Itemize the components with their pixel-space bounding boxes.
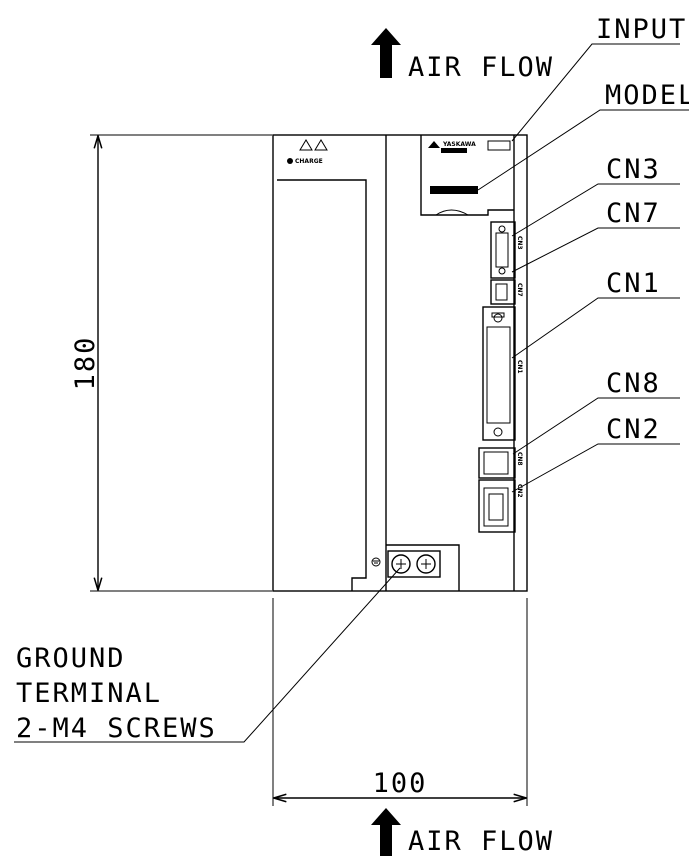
- cn1-label: CN1: [606, 268, 661, 299]
- airflow-top-label: AIR FLOW: [408, 52, 554, 83]
- brand-label: YASKAWA: [442, 141, 476, 148]
- cn3-connector: CN3: [490, 221, 523, 279]
- screw-1-icon: [391, 554, 411, 574]
- airflow-top-arrow-icon: [371, 28, 401, 78]
- cn2-label: CN2: [606, 414, 661, 445]
- cn2-port-label: CN2: [516, 484, 523, 498]
- cn7-label: CN7: [606, 198, 661, 229]
- width-dimension-label: 100: [373, 768, 428, 799]
- cn8-label: CN8: [606, 368, 661, 399]
- cn3-port-label: CN3: [516, 236, 523, 250]
- width-dimension: 100: [272, 598, 528, 806]
- charge-label: CHARGE: [295, 158, 323, 165]
- cn8-connector: CN8: [478, 447, 523, 479]
- cn8-port-label: CN8: [516, 452, 523, 466]
- callout-leaders: INPUT MODEL CN3 CN7 CN1 CN8 CN2: [14, 14, 689, 743]
- cn7-connector: CN7: [490, 279, 523, 305]
- height-dimension-label: 180: [70, 336, 101, 391]
- drive-body: CHARGE: [272, 134, 528, 592]
- cn7-port-label: CN7: [516, 283, 523, 297]
- height-dimension: 180: [70, 134, 272, 592]
- ground-terminal: [371, 550, 441, 578]
- ground-label-line2: TERMINAL: [16, 678, 162, 709]
- cn2-connector: CN2: [478, 479, 523, 533]
- model-label: MODEL: [605, 80, 689, 111]
- screw-2-icon: [416, 554, 436, 574]
- airflow-bottom-arrow-icon: [371, 808, 401, 856]
- airflow-bottom-label: AIR FLOW: [408, 826, 554, 857]
- ground-label-line3: 2-M4 SCREWS: [16, 713, 217, 744]
- input-label: INPUT: [596, 14, 687, 45]
- nameplate-area: YASKAWA: [420, 135, 514, 216]
- cn1-port-label: CN1: [516, 360, 523, 374]
- ground-label-line1: GROUND: [16, 643, 126, 674]
- cn3-label: CN3: [606, 154, 661, 185]
- cn1-connector: CN1: [482, 306, 523, 441]
- ground-symbol-icon: [371, 557, 381, 567]
